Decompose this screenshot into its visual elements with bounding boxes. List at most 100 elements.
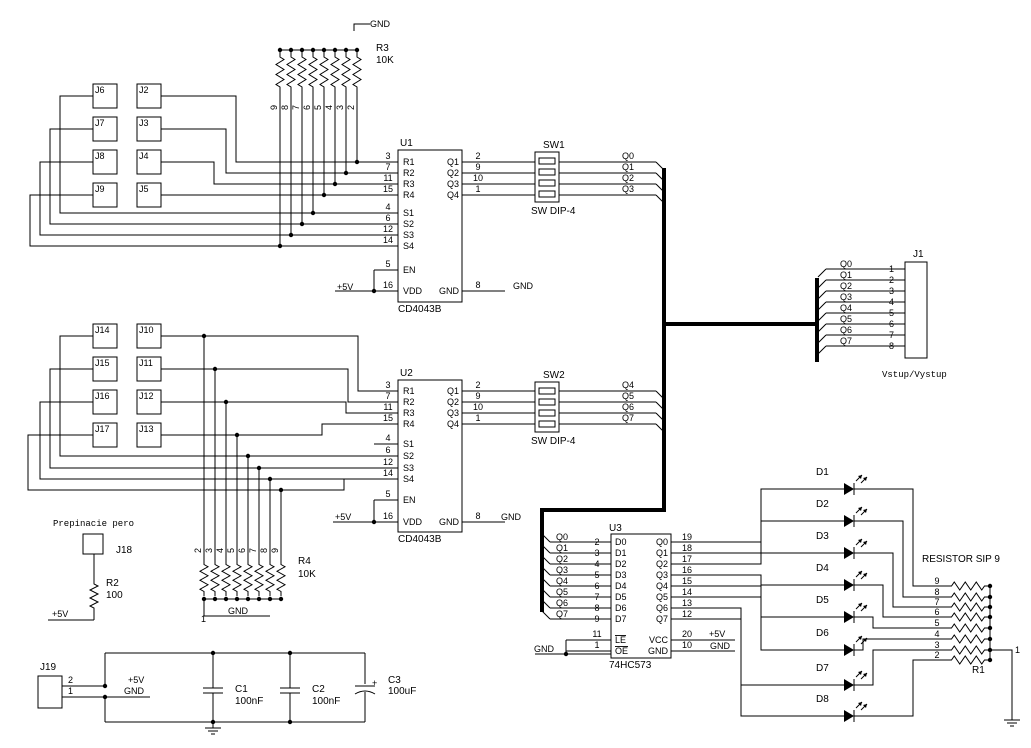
pin-name: R3 xyxy=(403,179,415,189)
wire xyxy=(39,161,374,236)
gnd-label: GND xyxy=(501,512,522,522)
pin-number: 4 xyxy=(385,202,390,212)
wire xyxy=(541,577,551,587)
pin-number: 14 xyxy=(383,235,393,245)
r3-resistor xyxy=(308,52,318,92)
r1-pin-number: 8 xyxy=(934,587,939,597)
r3-pin-number: 7 xyxy=(291,105,301,110)
pin-name: GND xyxy=(648,646,669,656)
j18-body xyxy=(82,533,104,555)
r3-resistor xyxy=(275,52,285,92)
net-label: Q0 xyxy=(840,259,852,269)
pin-name: Q1 xyxy=(447,157,459,167)
pin-number: 8 xyxy=(594,603,599,613)
pin-name: S4 xyxy=(403,474,414,484)
wire xyxy=(161,401,374,414)
led-triangle xyxy=(844,483,854,495)
c2-value: 100nF xyxy=(312,696,340,707)
junction-dot xyxy=(277,47,283,53)
pin-name: Q2 xyxy=(447,168,459,178)
pin-number: 6 xyxy=(889,319,894,329)
wire xyxy=(862,520,946,598)
wire xyxy=(59,95,374,214)
pin-name: R1 xyxy=(403,386,415,396)
c3-value: 100uF xyxy=(388,686,416,697)
wire xyxy=(817,323,827,333)
u2-ref: U2 xyxy=(400,368,413,379)
junction-dot xyxy=(321,192,327,198)
r3-pin-number: 5 xyxy=(313,105,323,110)
sw1-ref: SW1 xyxy=(543,140,565,151)
led-icon xyxy=(826,570,868,591)
junction-dot xyxy=(256,465,262,471)
pin-name: R2 xyxy=(403,397,415,407)
pin-name: Q3 xyxy=(447,408,459,418)
led-icon xyxy=(826,506,868,527)
wire xyxy=(541,533,551,543)
dip-switch-slider xyxy=(538,168,556,176)
led-ray-arrow xyxy=(858,702,862,706)
pin-number: 17 xyxy=(682,554,692,564)
pin-number: 16 xyxy=(682,565,692,575)
jumper-label: J10 xyxy=(139,325,154,335)
net-label: Q1 xyxy=(840,270,852,280)
wire xyxy=(161,95,374,163)
pin-number: 1 xyxy=(889,264,894,274)
junction-dot xyxy=(299,221,305,227)
pin-number: 18 xyxy=(682,543,692,553)
wire xyxy=(161,335,374,392)
led-ray-arrow xyxy=(858,671,862,675)
gnd-label: GND xyxy=(513,281,534,291)
pin-name: Q3 xyxy=(656,570,668,580)
junction-dot xyxy=(371,519,377,525)
junction-dot xyxy=(343,170,349,176)
pin-name: VDD xyxy=(403,286,423,296)
led-ref: D8 xyxy=(816,694,829,705)
r4-resistor xyxy=(209,560,221,596)
gnd-label-r4: GND xyxy=(228,606,249,616)
led-ray-arrow xyxy=(863,605,867,609)
pin-name: GND xyxy=(439,517,460,527)
gnd-label-u3: GND xyxy=(534,644,555,654)
wire xyxy=(161,423,374,436)
r1-pin-number: 9 xyxy=(934,576,939,586)
pin-number: 9 xyxy=(594,614,599,624)
pin-number: 2 xyxy=(475,151,480,161)
net-label: Q3 xyxy=(622,184,634,194)
pin-number: 20 xyxy=(682,629,692,639)
jumper-label: J7 xyxy=(95,118,105,128)
pin-name: S3 xyxy=(403,463,414,473)
pin-number: 2 xyxy=(594,537,599,547)
r1-pin-number: 6 xyxy=(934,607,939,617)
pin-number: 16 xyxy=(383,511,393,521)
jumper-label: J4 xyxy=(139,151,149,161)
pin-number: 7 xyxy=(594,592,599,602)
pin-number: 7 xyxy=(385,162,390,172)
pin-number: 9 xyxy=(475,391,480,401)
pin-number: 1 xyxy=(594,640,599,650)
led-ray-arrow xyxy=(863,704,867,708)
wire xyxy=(735,552,826,565)
junction-dot xyxy=(223,399,229,405)
r4-pin-number: 3 xyxy=(204,548,214,553)
pin-name: Q2 xyxy=(447,397,459,407)
pin-number: 4 xyxy=(594,559,599,569)
dip-switch-slider xyxy=(538,179,556,187)
r1-ref: R1 xyxy=(972,665,985,676)
pin-number: 3 xyxy=(385,380,390,390)
r3-value: 10K xyxy=(376,55,394,66)
dip-switch-slider xyxy=(538,409,556,417)
led-icon xyxy=(826,701,868,722)
pin-name: Q3 xyxy=(447,179,459,189)
pin-name: R3 xyxy=(403,408,415,418)
pin-number: 6 xyxy=(385,445,390,455)
net-label: Q7 xyxy=(622,413,634,423)
pin-name: Q5 xyxy=(656,592,668,602)
net-label: Q0 xyxy=(622,151,634,161)
vcc-label: +5V xyxy=(335,512,351,522)
junction-dot xyxy=(310,210,316,216)
pin-name: Q4 xyxy=(447,190,459,200)
pin-number: 15 xyxy=(383,184,393,194)
sw2-ref: SW2 xyxy=(543,370,565,381)
